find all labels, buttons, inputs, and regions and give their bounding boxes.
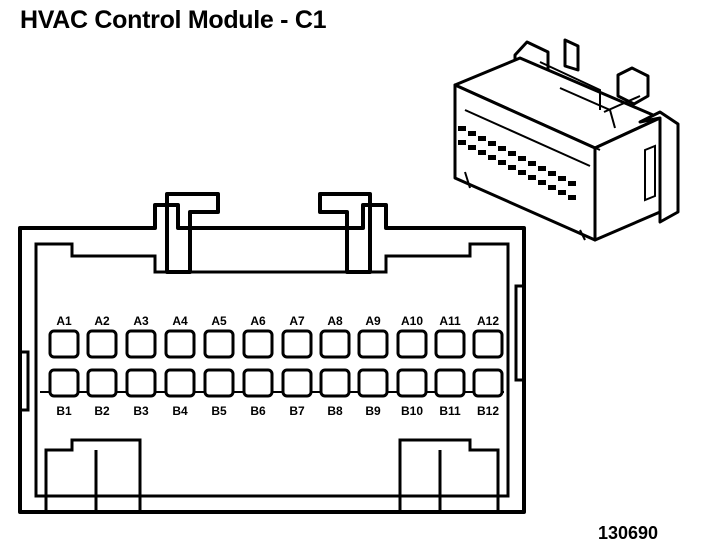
cavity-a6	[242, 329, 274, 359]
cavity-b5	[203, 368, 235, 398]
pin-label-b9: B9	[365, 404, 381, 418]
pin-label-b12: B12	[477, 404, 499, 418]
pin-label-a9: A9	[365, 314, 381, 328]
row-a-cavities	[48, 329, 504, 359]
cavity-a11	[434, 329, 466, 359]
pin-label-b6: B6	[250, 404, 266, 418]
cavity-a10	[396, 329, 428, 359]
pin-label-a8: A8	[327, 314, 343, 328]
pin-label-b4: B4	[172, 404, 188, 418]
pin-label-b2: B2	[94, 404, 110, 418]
pin-label-b10: B10	[401, 404, 423, 418]
connector-face-view	[18, 192, 526, 514]
cavity-b1	[48, 368, 80, 398]
cavity-b11	[434, 368, 466, 398]
pin-label-a2: A2	[94, 314, 110, 328]
pin-label-a10: A10	[401, 314, 423, 328]
figure-number: 130690	[598, 523, 659, 543]
row-b-cavities	[48, 368, 504, 398]
cavity-b3	[125, 368, 157, 398]
row-b-labels: B1 B2 B3 B4 B5 B6 B7 B8 B9 B10 B11 B12	[56, 404, 499, 418]
pin-label-a6: A6	[250, 314, 266, 328]
pin-label-b3: B3	[133, 404, 149, 418]
connector-3d-cavities	[458, 126, 576, 200]
pin-label-b11: B11	[439, 404, 461, 418]
cavity-a5	[203, 329, 235, 359]
pin-label-a1: A1	[56, 314, 72, 328]
cavity-b2	[86, 368, 118, 398]
cavity-a2	[86, 329, 118, 359]
cavity-b8	[319, 368, 351, 398]
cavity-a8	[319, 329, 351, 359]
pin-label-a11: A11	[439, 314, 461, 328]
cavity-b7	[281, 368, 313, 398]
pin-label-a12: A12	[477, 314, 499, 328]
pin-label-a5: A5	[211, 314, 227, 328]
cavity-b9	[357, 368, 389, 398]
diagram-title: HVAC Control Module - C1	[20, 6, 327, 34]
pin-label-b7: B7	[289, 404, 305, 418]
cavity-a12	[472, 329, 504, 359]
cavity-a1	[48, 329, 80, 359]
cavity-a9	[357, 329, 389, 359]
connector-3d-details	[464, 61, 656, 241]
pin-label-a4: A4	[172, 314, 188, 328]
pin-label-b5: B5	[211, 404, 227, 418]
cavity-a4	[164, 329, 196, 359]
cavity-a3	[125, 329, 157, 359]
pin-label-b1: B1	[56, 404, 72, 418]
cavity-b4	[164, 368, 196, 398]
cavity-b10	[396, 368, 428, 398]
pin-label-b8: B8	[327, 404, 343, 418]
cavity-b12	[472, 368, 504, 398]
cavity-a7	[281, 329, 313, 359]
row-a-labels: A1 A2 A3 A4 A5 A6 A7 A8 A9 A10 A11 A12	[56, 314, 499, 328]
pin-label-a3: A3	[133, 314, 149, 328]
cavity-b6	[242, 368, 274, 398]
pin-label-a7: A7	[289, 314, 305, 328]
connector-3d-view	[453, 38, 680, 242]
